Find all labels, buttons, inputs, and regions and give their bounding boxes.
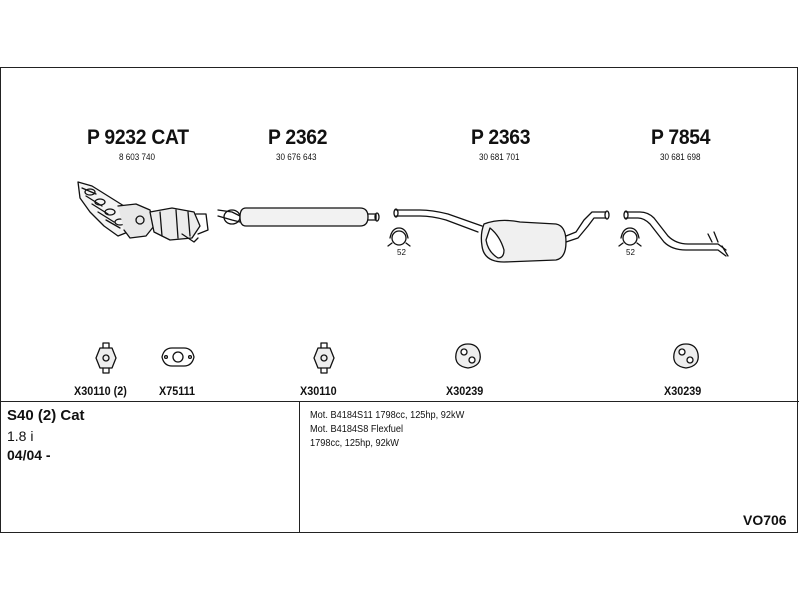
rubber-hanger-icon-1 [455,343,481,369]
accessory-label-5: X30239 [664,384,702,398]
part-title-front-silencer: P 2362 [268,126,328,149]
accessory-label-2: X75111 [159,384,196,398]
part-number-tail-pipe: 30 681 698 [660,152,701,162]
accessory-label-4: X30239 [446,384,484,398]
part-number-front-silencer: 30 676 643 [276,152,317,162]
clamp-drawing-2 [618,227,642,247]
rubber-mount-icon-1 [95,342,117,374]
vehicle-model: S40 (2) Cat [7,407,85,424]
catalyst-manifold-drawing [77,181,209,243]
accessory-label-1: X30110 (2) [74,384,127,398]
vehicle-engine: 1.8 i [7,428,34,444]
accessory-label-3: X30110 [300,384,337,398]
diagram-code: VO706 [743,512,787,528]
part-number-middle-silencer: 30 681 701 [479,152,520,162]
middle-silencer-drawing [393,208,610,263]
clamp-size-label-2: 52 [626,248,635,257]
rubber-mount-icon-2 [313,342,335,374]
front-silencer-drawing [217,207,380,227]
part-title-tail-pipe: P 7854 [651,126,711,149]
clamp-drawing-1 [387,227,411,247]
part-title-catalyst: P 9232 CAT [87,126,189,149]
rubber-hanger-icon-2 [673,343,699,369]
vehicle-date: 04/04 - [7,447,51,463]
part-title-middle-silencer: P 2363 [471,126,531,149]
clamp-size-label-1: 52 [397,248,406,257]
diagram-frame [0,67,798,533]
engine-note-1: Mot. B4184S11 1798cc, 125hp, 92kW [310,410,465,421]
info-divider-vertical [299,401,300,533]
info-divider-horizontal [0,401,799,402]
engine-note-2: Mot. B4184S8 Flexfuel [310,424,404,435]
engine-note-3: 1798cc, 125hp, 92kW [310,438,399,449]
part-number-catalyst: 8 603 740 [119,152,156,162]
tail-pipe-drawing [623,210,729,257]
gasket-icon [161,347,195,367]
